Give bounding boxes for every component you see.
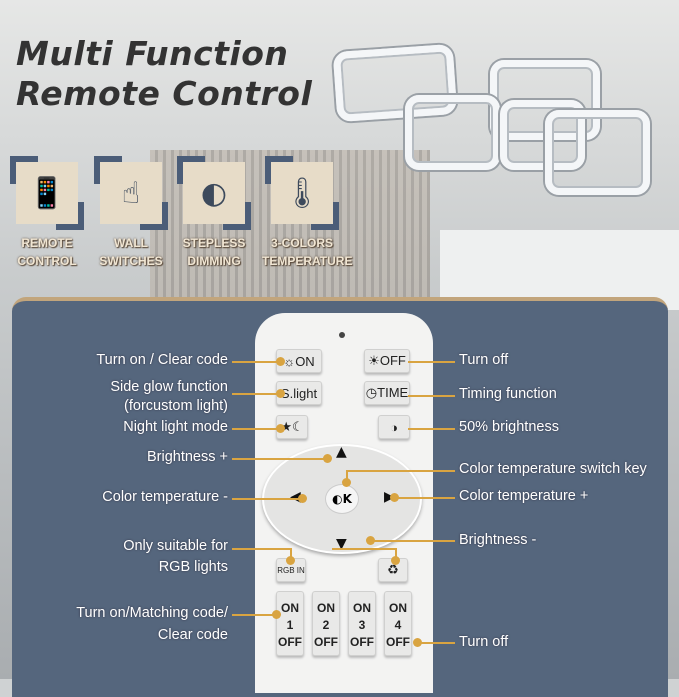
thermometer-icon: 🌡	[265, 156, 339, 230]
half-sun-icon: ◐	[177, 156, 251, 230]
off-button[interactable]: ☀OFF	[364, 349, 410, 373]
label-brightness-up: Brightness +	[146, 449, 228, 465]
label-night-light: Night light mode	[123, 419, 228, 435]
brightness-down-button[interactable]: ▼	[336, 536, 347, 552]
feature-stepless-dimming: ◐ STEPLESS DIMMING	[177, 156, 251, 270]
feature-label: WALL	[114, 236, 148, 250]
label-side-glow: Side glow function	[110, 379, 228, 395]
feature-label: REMOTE	[21, 236, 73, 250]
half-brightness-button[interactable]: ◑	[378, 415, 410, 439]
label-color-temp-switch: Color temperature switch key	[459, 461, 647, 477]
label-turn-off: Turn off	[459, 352, 509, 368]
label-matching-1: Turn on/Matching code/	[76, 605, 228, 621]
label-half-brightness: 50% brightness	[459, 419, 559, 435]
feature-label: SWITCHES	[99, 254, 163, 268]
color-temp-switch-button[interactable]: ◐K	[325, 484, 359, 514]
label-brightness-down: Brightness -	[459, 532, 537, 548]
label-side-glow-note: (forcustom light)	[124, 398, 228, 414]
title-line-1: Multi Function	[16, 34, 289, 73]
title-line-2: Remote Control	[16, 74, 313, 113]
feature-remote-control: 📱 REMOTE CONTROL	[10, 156, 84, 270]
feature-3-colors-temperature: 🌡 3-COLORS TEMPERATURE	[262, 156, 353, 270]
feature-label: CONTROL	[17, 254, 77, 268]
remote-icon: 📱	[10, 156, 84, 230]
label-color-temp-down: Color temperature -	[102, 489, 228, 505]
label-color-temp-up: Color temperature +	[459, 488, 589, 504]
label-rgb-1: Only suitable for	[123, 538, 228, 554]
brightness-up-button[interactable]: ▲	[336, 444, 347, 460]
feature-label: 3-COLORS	[270, 236, 333, 250]
label-matching-2: Clear code	[157, 627, 228, 643]
feature-label: DIMMING	[187, 254, 241, 268]
label-turn-off-zone: Turn off	[459, 634, 509, 650]
color-temp-up-button[interactable]: ▶	[384, 489, 395, 505]
color-temp-down-button[interactable]: ◀	[290, 489, 301, 505]
label-rgb-2: RGB lights	[158, 559, 228, 575]
feature-wall-switches: ☝ WALL SWITCHES	[94, 156, 168, 270]
feature-label: STEPLESS	[182, 236, 246, 250]
label-turn-on: Turn on / Clear code	[96, 352, 228, 368]
feature-label: TEMPERATURE	[262, 254, 353, 268]
timer-button[interactable]: ◷TIME	[364, 381, 410, 405]
hand-switch-icon: ☝	[94, 156, 168, 230]
label-timing: Timing function	[459, 386, 557, 402]
indicator-led	[339, 332, 345, 338]
